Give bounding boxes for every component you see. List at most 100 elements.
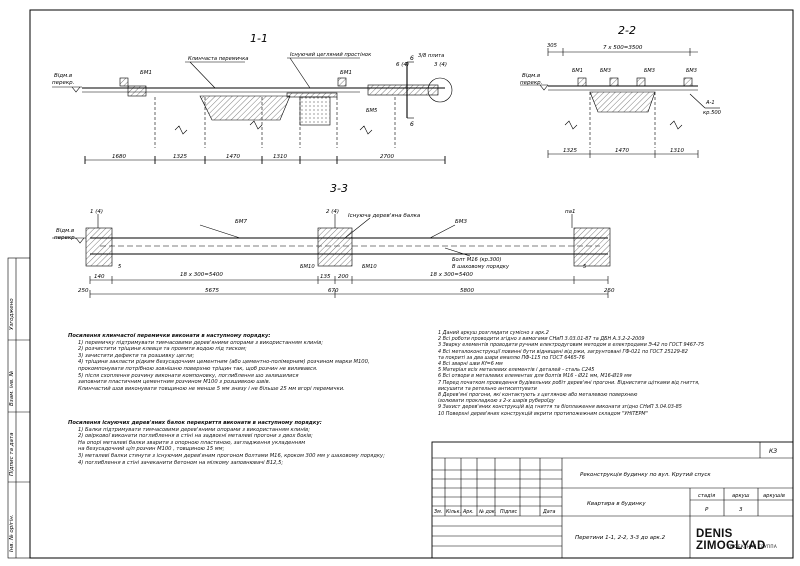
- stamp-code: КЗ: [769, 448, 777, 455]
- section-title-2-2: 2-2: [618, 24, 636, 37]
- note-line: 10 Поверхні дерев'яних конструкцій вкрит…: [438, 410, 648, 417]
- note-line: 5) після схоплення розчину виконати комп…: [78, 372, 299, 379]
- dim-305: 305: [547, 43, 558, 49]
- bm5-label: БМ5: [366, 108, 378, 114]
- notes-beams: Посилення існуючих дерев'яних балок пере…: [68, 420, 385, 466]
- note-line: 5 Матеріал всіх металевих елементів і де…: [438, 367, 595, 374]
- side-label-1: Узгоджено: [9, 298, 15, 330]
- stamp-sheets-h: аркушів: [763, 493, 785, 499]
- note-line: Клинчастий шов виконувати товщиною не ме…: [78, 385, 345, 392]
- notes-clinch-title: Посилення клинчастої перемички виконати …: [68, 333, 271, 339]
- pos-3-4: 3 (4): [434, 62, 447, 68]
- note-line: 4) поглиблення в стіні зачеканити бетоно…: [78, 459, 284, 466]
- note-line: заповнити пластичним цементним розчином …: [78, 379, 271, 386]
- svg-text:250: 250: [78, 288, 89, 294]
- svg-text:Зм.: Зм.: [434, 509, 442, 515]
- note-line: на безусадочний ц/п розчин М100 , товщин…: [78, 446, 225, 453]
- bm3-22-label-c: БМ3: [686, 68, 697, 74]
- section-title-1-1: 1-1: [250, 32, 268, 45]
- stamp-sheet-title: Перетини 1-1, 2-2, 3-3 до арк.2: [575, 535, 666, 541]
- note-line: 6 Всі отвори в металевих елементах для б…: [438, 373, 632, 380]
- pa1-label: па1: [565, 209, 575, 215]
- bm3-22-label-a: БМ3: [600, 68, 611, 74]
- pos-1-4: 1 (4): [90, 209, 103, 215]
- note-line: ізолювати прокладкою з 2-х шарів руберої…: [438, 398, 555, 405]
- note-line: та покриті за два шари емаллю ПФ-115 по …: [438, 354, 585, 361]
- svg-text:250: 250: [604, 288, 615, 294]
- svg-text:Дата: Дата: [542, 509, 555, 515]
- svg-text:Арк.: Арк.: [462, 509, 474, 515]
- bm1-label-b: БМ1: [340, 70, 352, 76]
- note-line: 4 Всі металоконструкції повинні бути від…: [438, 348, 688, 355]
- level-label-1-1b: перекр.: [52, 80, 75, 86]
- note-line: 7 Перед початком проведення будівельних …: [438, 379, 700, 386]
- n5-b: 5: [583, 264, 587, 270]
- title-block: [431, 441, 794, 559]
- stamp-sheet: 3: [739, 507, 743, 513]
- svg-text:1325: 1325: [563, 148, 577, 154]
- level-label-1-1a: Відм.в: [54, 73, 72, 79]
- stamp-stage: Р: [705, 507, 709, 513]
- note-line: 2) розчистити тріщини клевця та промити …: [78, 346, 247, 353]
- level-label-3-3a: Відм.в: [56, 228, 74, 234]
- balka-label: Існуюча дерев'яна балка: [348, 213, 421, 219]
- cut-6-bottom: 6: [410, 121, 414, 128]
- note-line: 8 Дерев'яні прогони, які контактують з ц…: [438, 392, 638, 399]
- n5-a: 5: [118, 264, 122, 270]
- svg-text:1470: 1470: [226, 154, 240, 160]
- section-3-3: [52, 214, 611, 298]
- svg-text:135: 135: [320, 274, 331, 280]
- notes-clinch: Посилення клинчастої перемички виконати …: [68, 333, 370, 392]
- stamp-sheet-h: аркуш: [732, 493, 750, 499]
- bm7-label: БМ7: [235, 219, 248, 225]
- note-line: 3) зачистити дефекти та розшивку цегли;: [78, 352, 195, 359]
- kr500-label: кр.500: [703, 110, 722, 116]
- svg-text:1680: 1680: [112, 154, 126, 160]
- note-line: 1 Даний аркуш розглядати сумісно з арк.2: [438, 330, 549, 336]
- bm1-label-a: БМ1: [140, 70, 152, 76]
- stamp-object: Квартира в будинку: [587, 501, 646, 507]
- svg-text:1325: 1325: [173, 154, 187, 160]
- bm10-label-b: БМ10: [362, 264, 377, 270]
- section-1-1: [52, 57, 453, 164]
- svg-text:Підпис: Підпис: [500, 509, 518, 515]
- klinch-label: Клинчаста перемичка: [188, 56, 248, 62]
- side-label-3: Підпис та дата: [9, 432, 15, 476]
- bm1-22-label: БМ1: [572, 68, 583, 74]
- brand-subtitle: ПРОЕКТНАЯ ГРУППА: [728, 544, 777, 549]
- dims-1-1: 1680 1325 1470 1310 2700: [112, 154, 394, 160]
- svg-text:Кільк.: Кільк.: [446, 509, 461, 515]
- notes-general: 1 Даний аркуш розглядати сумісно з арк.2…: [438, 330, 704, 417]
- note-line: 2) овіркової виконати поглиблення в стін…: [78, 433, 313, 440]
- note-line: висушити та ретельно антисептувати: [438, 385, 537, 392]
- stamp-project: Реконструкція будинку по вул. Крутий спу…: [580, 472, 711, 478]
- stamp-cols: Зм. Кільк. Арк. № док. Підпис Дата: [434, 509, 555, 515]
- bm10-label-a: БМ10: [300, 264, 315, 270]
- side-label-2: Взам. інв. №: [9, 370, 15, 406]
- svg-text:1310: 1310: [670, 148, 684, 154]
- stamp-stage-h: стадія: [698, 493, 715, 499]
- svg-text:1470: 1470: [615, 148, 629, 154]
- note-line: 1) перемичку підтримувати тимчасовими де…: [78, 339, 324, 346]
- svg-text:670: 670: [328, 288, 339, 294]
- note-line: прокомпонувати потрібною зовнішню поверх…: [78, 365, 318, 372]
- note-line: 3 Зварку елементів проводити ручним елек…: [438, 342, 704, 349]
- pos-2-4: 2 (4): [326, 209, 339, 215]
- notes-beams-title: Посилення існуючих дерев'яних балок пере…: [68, 420, 322, 426]
- dim-18x300-a: 18 х 300=5400: [180, 272, 223, 278]
- pos-6-4: 6 (4): [396, 62, 409, 68]
- level-label-3-3b: перекр.: [54, 235, 77, 241]
- level-label-2-2a: Відм.в: [522, 73, 540, 79]
- dim-7x500: 7 х 500=3500: [603, 45, 643, 51]
- side-stamp: [7, 257, 31, 559]
- note-line: 3) металеві балки стянути з існуючим дер…: [78, 452, 385, 459]
- svg-text:200: 200: [338, 274, 349, 280]
- svg-text:2700: 2700: [380, 154, 394, 160]
- bolt-label: Болт М16 (кр.300): [452, 257, 501, 263]
- section-2-2: [520, 48, 720, 158]
- dim-18x300-b: 18 х 300=5400: [430, 272, 473, 278]
- cut-6-top: 6: [410, 55, 414, 62]
- note-line: 4) тріщини закласти рідким безусадочним …: [78, 359, 370, 366]
- shakh-label: В шаховому порядку: [452, 264, 510, 270]
